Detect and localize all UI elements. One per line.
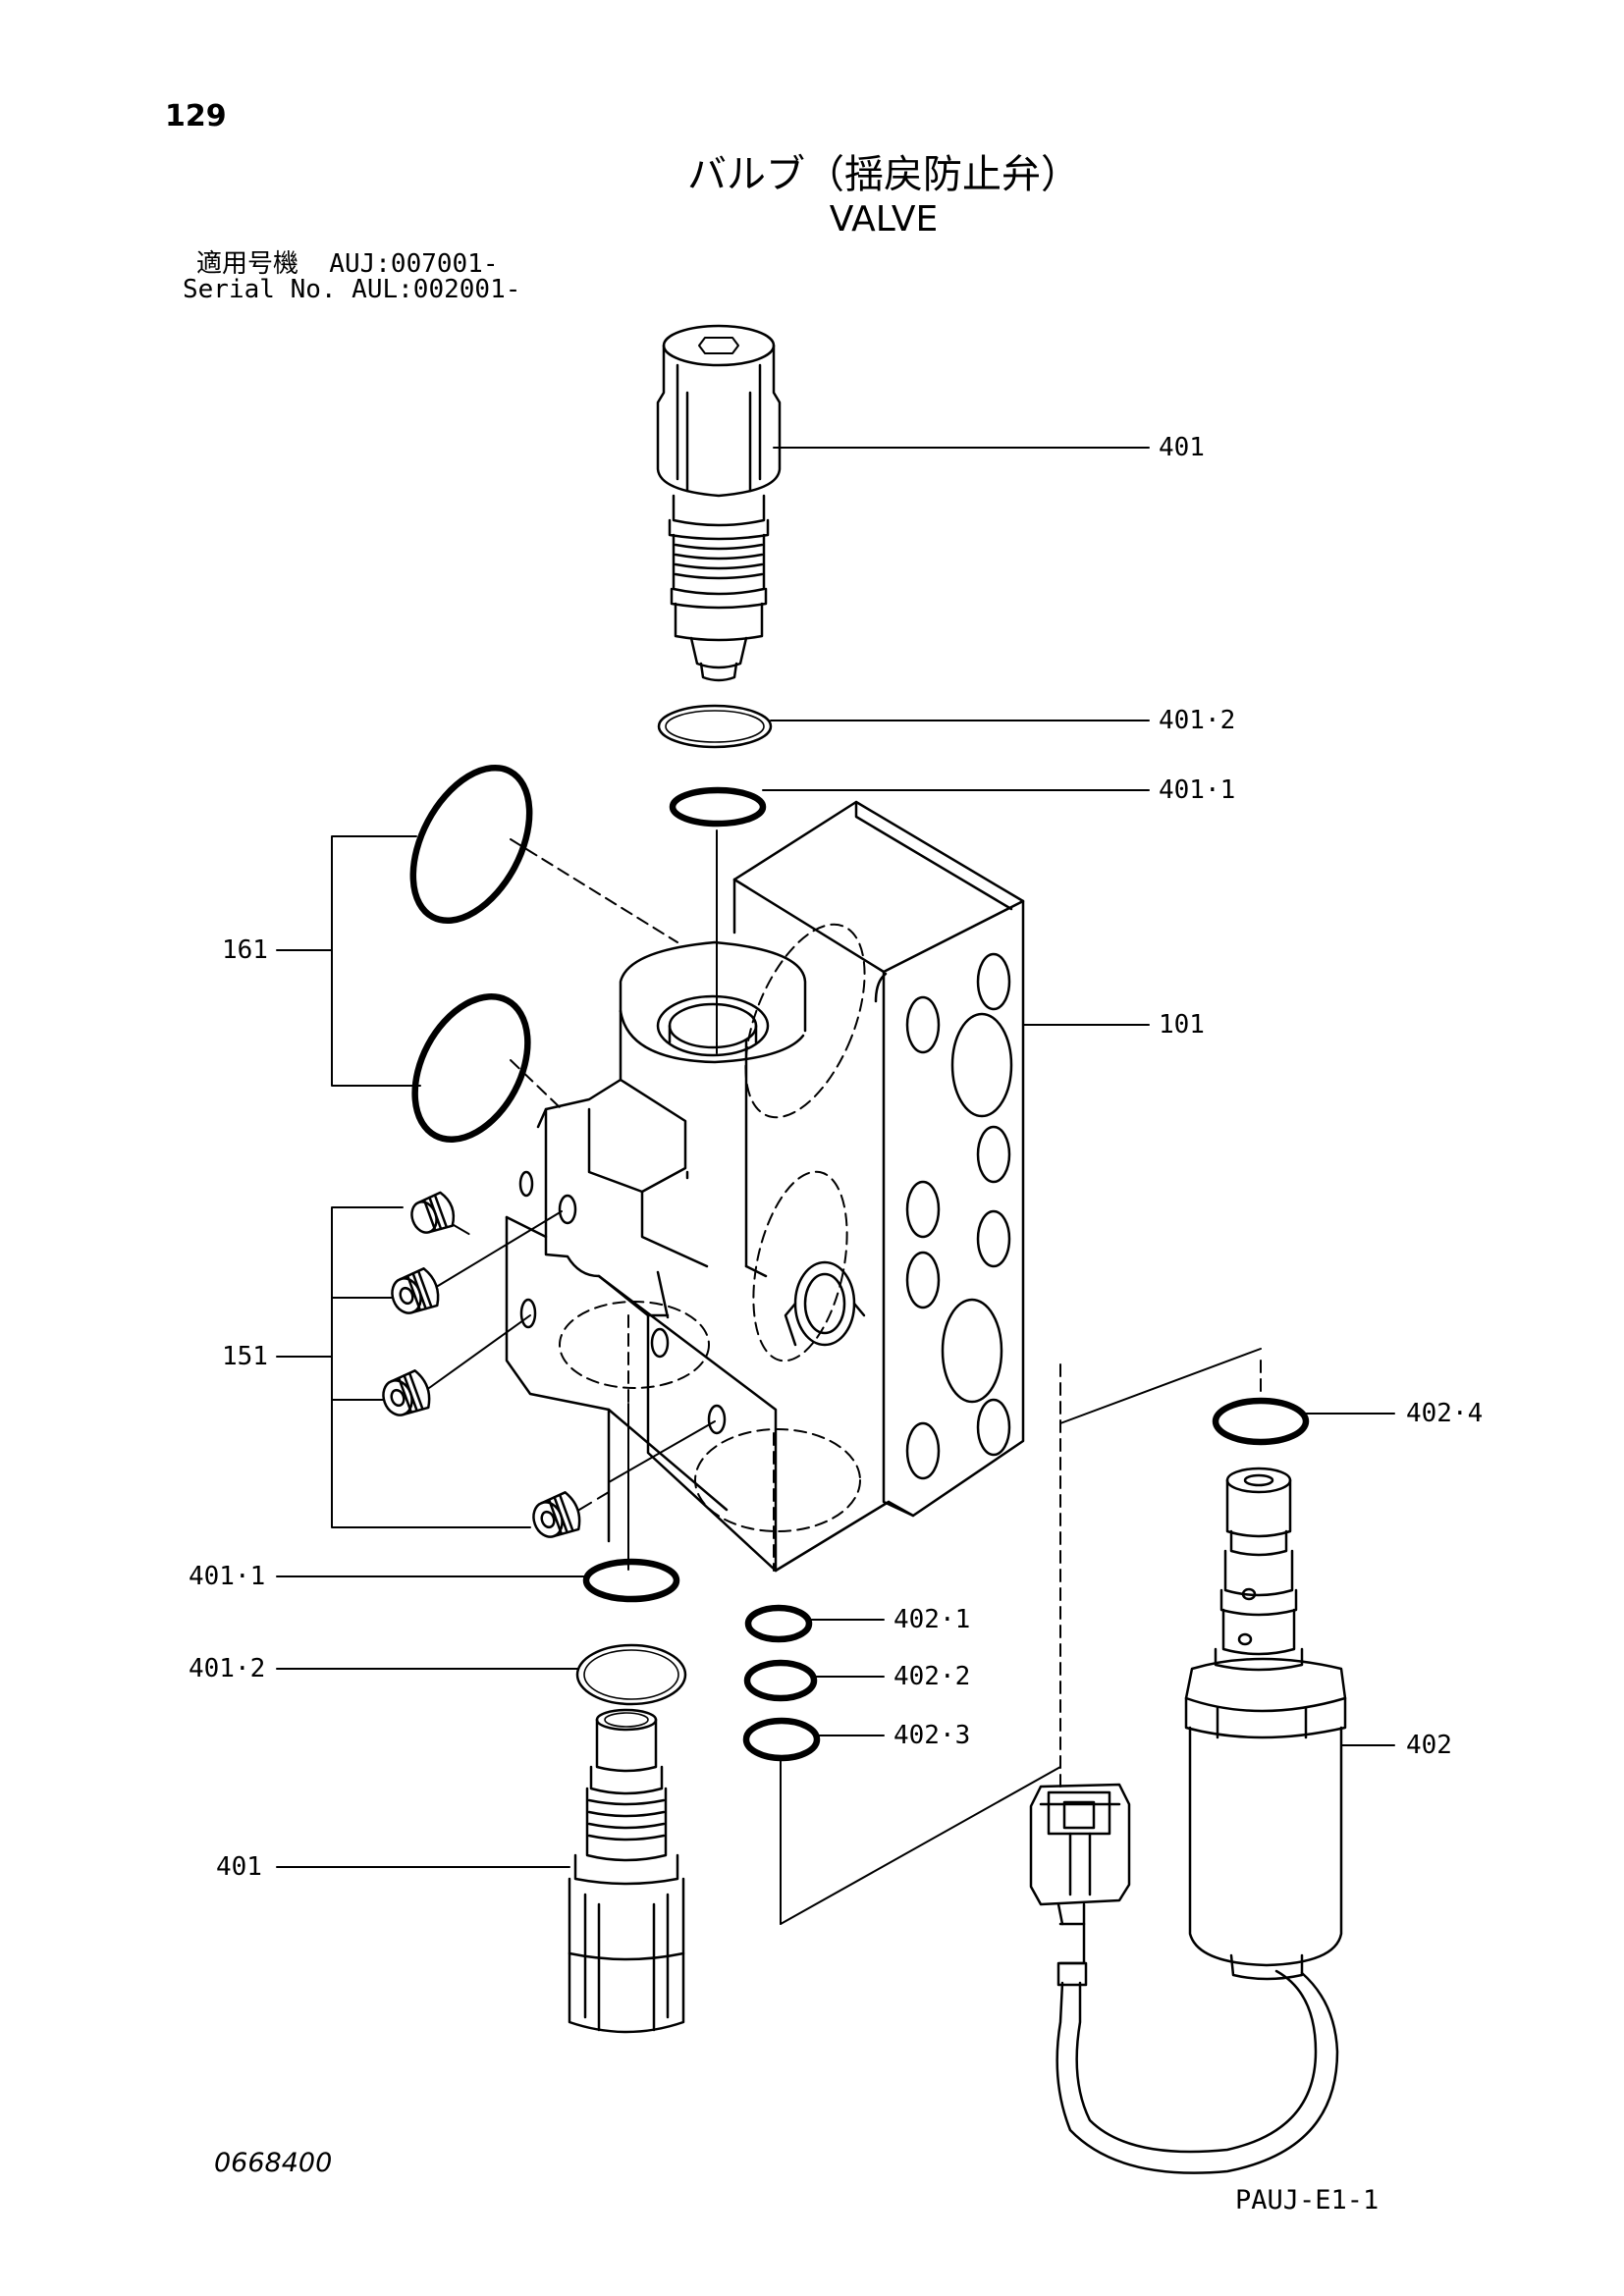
valve-cartridge-bottom [568,1708,685,2034]
label-401-2-top: 401·2 [1159,706,1236,735]
label-401-2-bottom: 401·2 [189,1654,266,1683]
valve-body [505,800,1025,1573]
label-401-1-bottom: 401·1 [189,1562,266,1591]
label-161: 161 [222,935,268,965]
page-number: 129 [165,99,227,133]
plugs-151 [382,1191,581,1538]
o-ring-161-lower [411,992,531,1144]
o-ring-top [669,786,767,828]
label-402-3: 402·3 [893,1721,971,1750]
o-ring-bottom [582,1558,680,1603]
label-402-2: 402·2 [893,1662,971,1691]
valve-cartridge-top [656,324,782,682]
label-402-1: 402·1 [893,1605,971,1634]
label-402: 402 [1406,1731,1452,1760]
label-402-4: 402·4 [1406,1399,1484,1428]
label-401-top: 401 [1159,433,1205,462]
o-ring-402-2 [743,1659,818,1702]
o-ring-402-4 [1212,1397,1310,1446]
o-ring-402-3 [742,1717,821,1762]
leader-lines [276,447,1395,1868]
serial-line-2: Serial No. AUL:002001- [183,275,521,304]
backup-ring-bottom [575,1643,687,1706]
label-401-bottom: 401 [216,1852,262,1882]
serial-line-1: 適用号機 AUJ:007001- [196,249,499,279]
document-code: 0668400 [214,2148,333,2178]
o-ring-161-upper [409,764,533,925]
solenoid-valve [1029,1467,1347,2174]
page-code: PAUJ-E1-1 [1235,2185,1380,2216]
label-101: 101 [1159,1010,1205,1040]
label-401-1-top: 401·1 [1159,775,1236,805]
o-ring-402-1 [744,1604,813,1643]
label-151: 151 [222,1342,268,1371]
title-english: VALVE [829,199,939,240]
title-japanese: バルブ（揺戻防止弁） [687,152,1080,197]
backup-ring-top [657,704,773,749]
